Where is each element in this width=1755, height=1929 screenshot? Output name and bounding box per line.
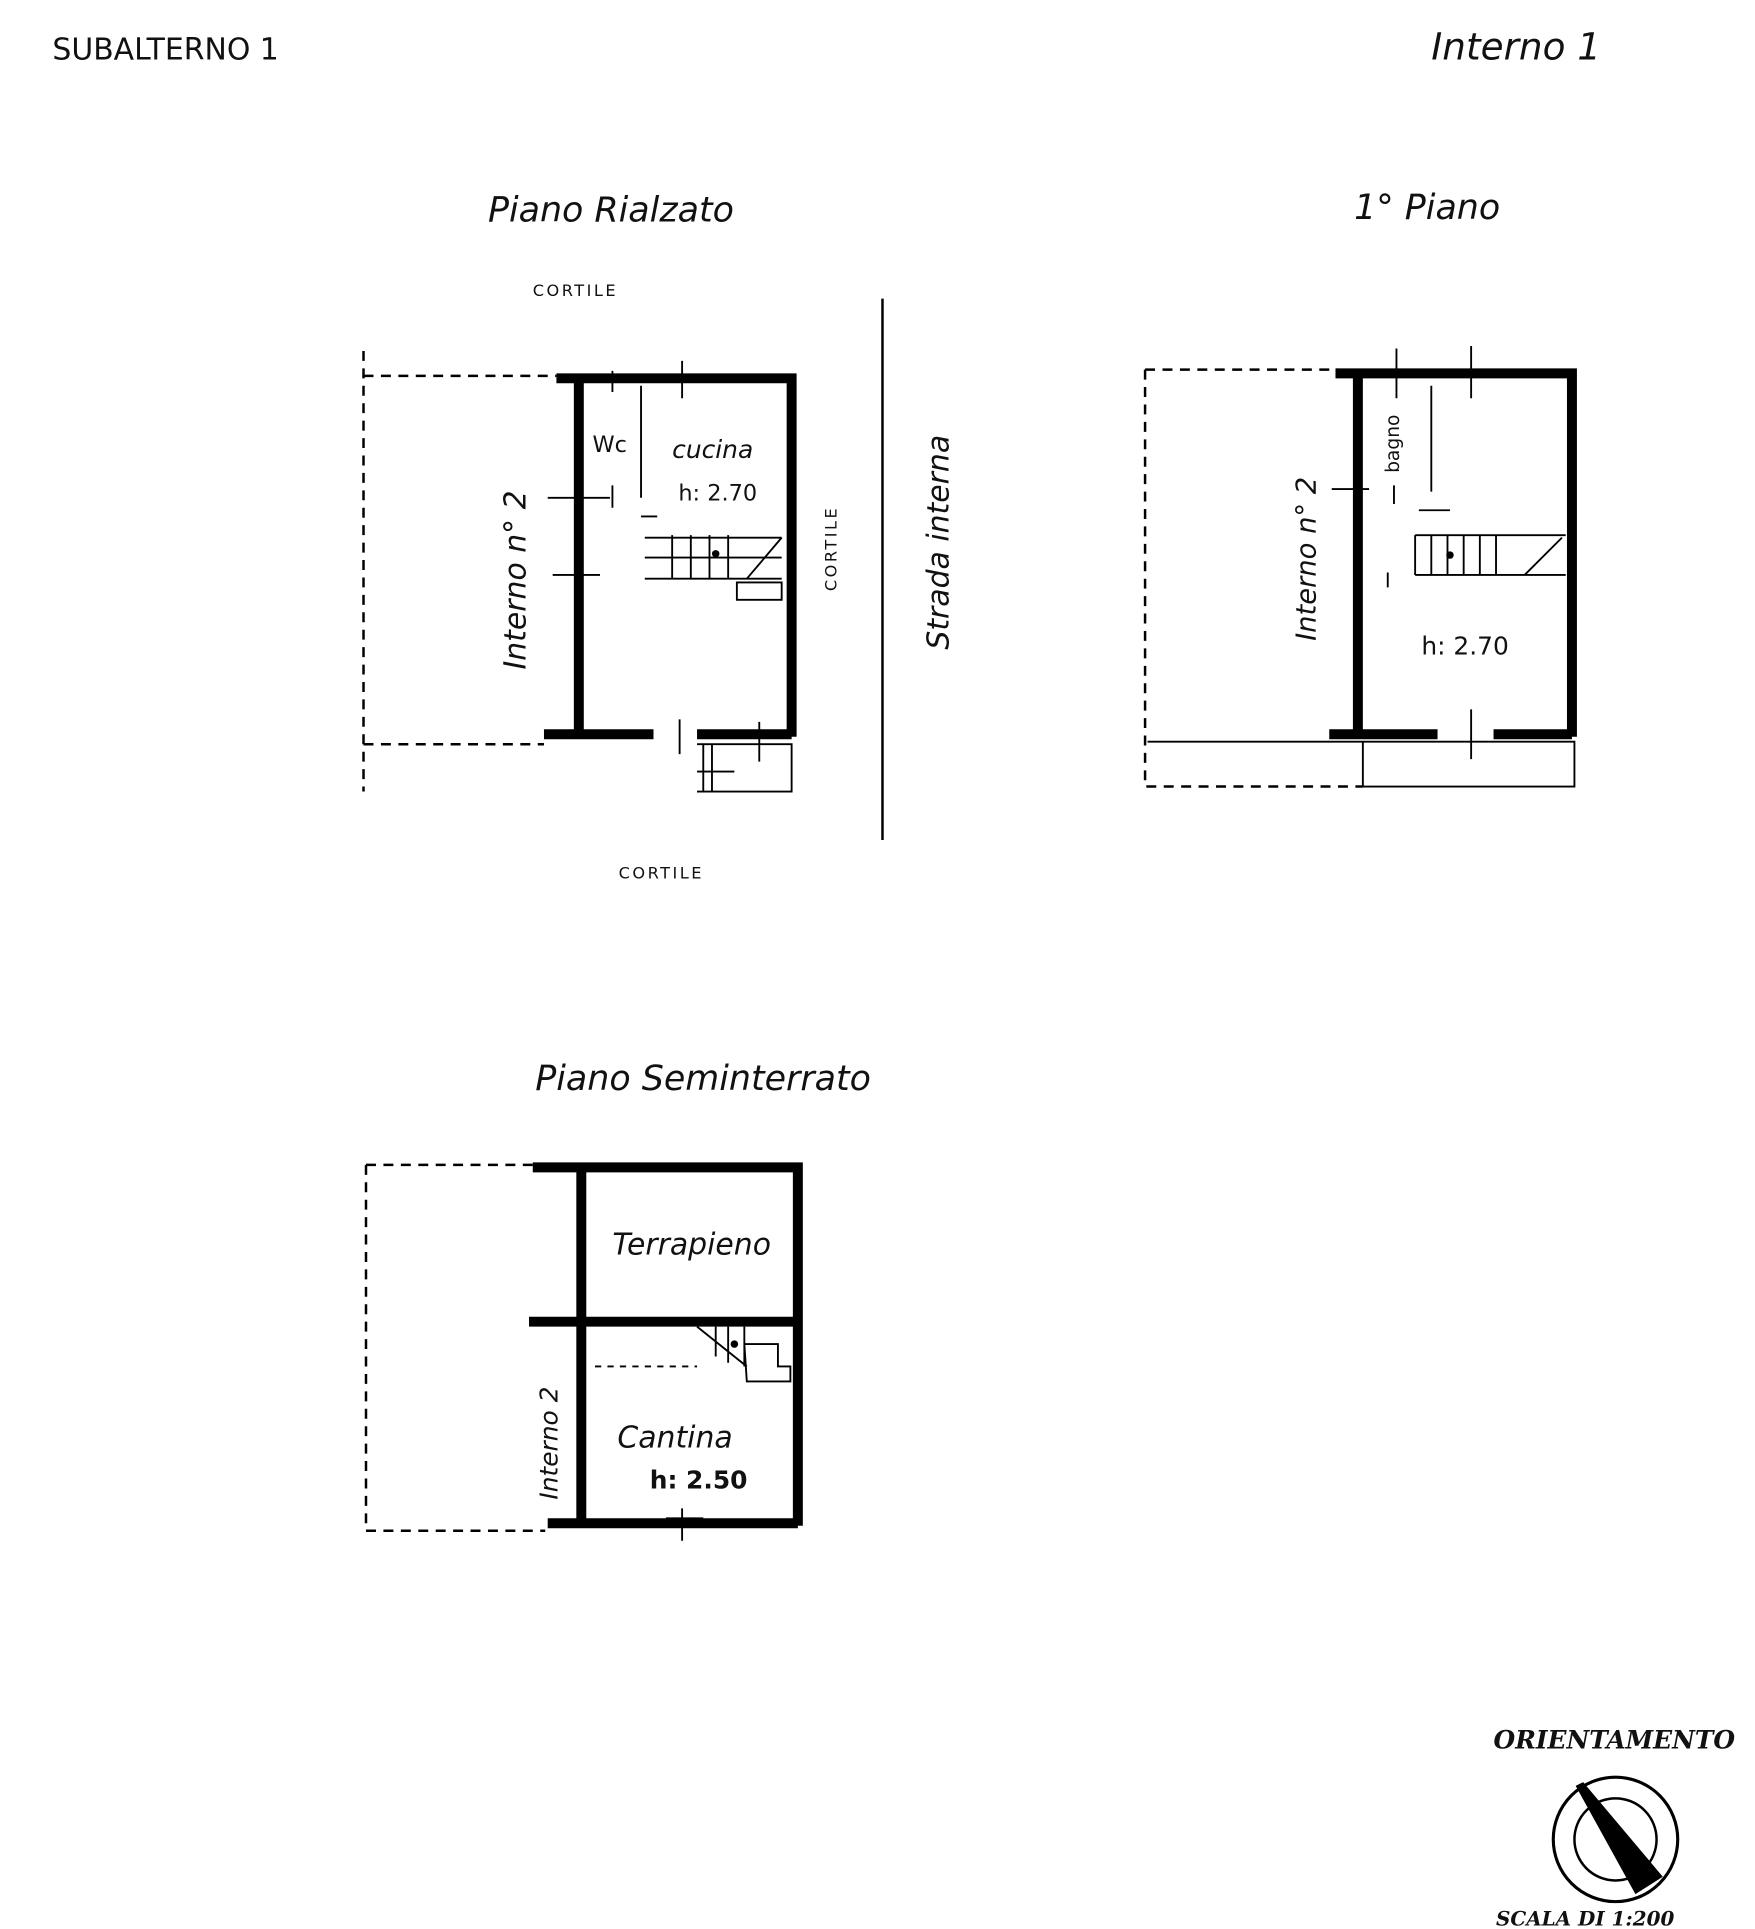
wc-label: Wc	[593, 432, 627, 458]
compass-outer-ring	[1551, 1775, 1680, 1904]
exterior-walls	[543, 373, 797, 740]
height-label: h: 2.70	[1421, 632, 1508, 661]
subalterno-label: SUBALTERNO 1	[52, 33, 278, 68]
orientation-legend: ORIENTAMENTO SCALA DI 1:200	[1494, 1726, 1736, 1929]
orientation-title: ORIENTAMENTO	[1494, 1726, 1736, 1755]
height-label: h: 2.70	[678, 480, 757, 506]
height-label: h: 2.50	[650, 1465, 748, 1494]
neighbor-label: Interno n° 2	[1292, 477, 1323, 641]
stair-arrow-dot	[1446, 551, 1454, 559]
plan-title: 1° Piano	[1354, 188, 1500, 228]
neighbor-label: Interno 2	[535, 1387, 564, 1500]
exterior-walls	[1329, 368, 1577, 740]
neighbor-label: Interno n° 2	[498, 490, 533, 669]
cantina-label: Cantina	[617, 1420, 732, 1455]
plan-title: Piano Rialzato	[488, 191, 734, 231]
north-arrow-icon	[1575, 1782, 1663, 1895]
interior-lines	[547, 360, 783, 755]
cortile-top-label: CORTILE	[533, 281, 618, 300]
entrance-steps	[697, 721, 793, 793]
cucina-label: cucina	[672, 435, 753, 464]
bagno-label: bagno	[1383, 415, 1404, 473]
stair-arrow-dot	[711, 550, 720, 558]
neighbor-boundary	[362, 350, 557, 792]
interno-label: Interno 1	[1431, 25, 1601, 69]
interior-lines	[1147, 345, 1576, 788]
plan-title: Piano Seminterrato	[535, 1059, 871, 1099]
scale-label: SCALA DI 1:200	[1496, 1906, 1674, 1929]
plan-primo-piano: 1° Piano Interno n° 2 bagno h: 2.70	[1143, 188, 1577, 788]
interior-lines	[665, 1325, 792, 1541]
exterior-walls	[529, 1162, 803, 1529]
terrapieno-label: Terrapieno	[612, 1227, 771, 1262]
cortile-right-label: CORTILE	[821, 506, 840, 591]
neighbor-boundary	[1143, 368, 1363, 788]
cortile-bottom-label: CORTILE	[619, 864, 704, 883]
plan-seminterrato: Piano Seminterrato Terrapieno Cantina h:…	[364, 1059, 871, 1541]
stair-arrow-dot	[730, 1340, 739, 1348]
strada-label: Strada interna	[921, 435, 956, 650]
plan-piano-rialzato: Piano Rialzato CORTILE CORTILE CORTILE S…	[362, 191, 956, 883]
compass-inner-ring	[1573, 1797, 1658, 1882]
neighbor-boundary	[364, 1163, 546, 1532]
